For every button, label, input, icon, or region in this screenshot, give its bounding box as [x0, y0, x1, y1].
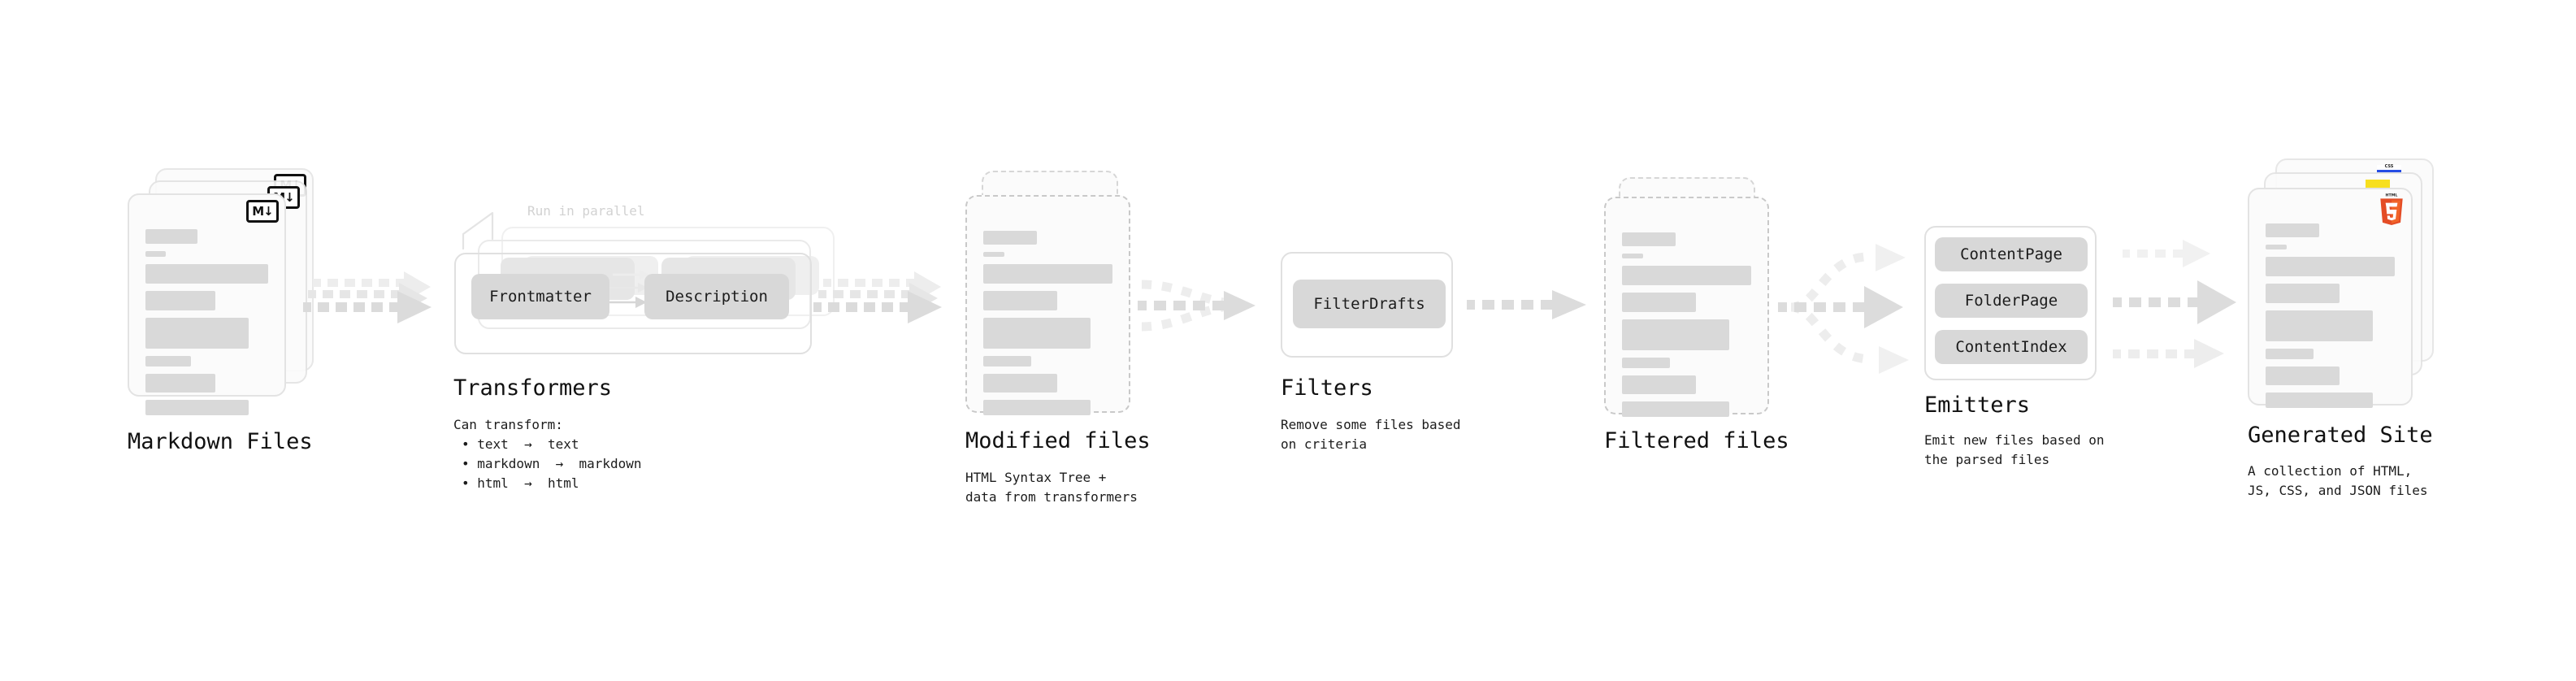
stage-title-emitters: Emitters — [1924, 393, 2031, 418]
transformer-chip-description[interactable]: Description — [644, 274, 789, 319]
transformers-group-front[interactable] — [454, 253, 812, 354]
run-in-parallel-bracket — [462, 211, 494, 250]
conn-md-to-transformers — [303, 271, 432, 323]
modified-file-card-front — [965, 195, 1130, 415]
transformer-inner-arrows — [605, 270, 649, 308]
emitter-chip-folderpage[interactable]: FolderPage — [1935, 284, 2088, 318]
stage-title-modified-files: Modified files — [965, 428, 1151, 453]
emitters-group[interactable] — [1924, 226, 2097, 380]
stage-description-emitters: Emit new files based on the parsed files — [1924, 432, 2105, 467]
filter-chip-filterdrafts[interactable]: FilterDrafts — [1293, 280, 1446, 328]
transformer-capability-item: • text → text — [462, 436, 579, 452]
markdown-icon: M↓ — [246, 200, 279, 223]
site-file-card-html — [2248, 188, 2413, 408]
filters-group[interactable] — [1281, 252, 1453, 358]
stage-description-generated-site: A collection of HTML, JS, CSS, and JSON … — [2248, 463, 2428, 498]
run-in-parallel-label: Run in parallel — [527, 203, 645, 219]
file-content-bars — [145, 229, 268, 423]
transformer-capability-item: • html → html — [462, 475, 579, 491]
svg-text:HTML: HTML — [2386, 193, 2398, 198]
css-icon-label: CSS — [2384, 164, 2394, 169]
file-content-bars — [983, 231, 1112, 423]
stage-title-filtered-files: Filtered files — [1604, 428, 1789, 453]
css-icon-bar — [2377, 170, 2401, 172]
conn-filters-to-filtered — [1467, 290, 1586, 319]
markdown-file-card-front — [128, 193, 286, 415]
css-icon: CSS — [2377, 164, 2401, 172]
transformer-chip-frontmatter[interactable]: Frontmatter — [471, 274, 609, 319]
conn-modified-to-filters — [1138, 280, 1255, 332]
emitter-chip-contentindex[interactable]: ContentIndex — [1935, 330, 2088, 364]
html5-icon: HTML — [2380, 193, 2403, 225]
file-content-bars — [2266, 223, 2395, 415]
stage-description-transformers: Can transform: — [453, 417, 563, 432]
stage-description-filters: Remove some files based on criteria — [1281, 417, 1461, 452]
stage-title-filters: Filters — [1281, 375, 1373, 401]
conn-transformers-to-modified — [813, 271, 942, 323]
file-content-bars — [1622, 232, 1751, 424]
conn-filtered-to-emitters — [1778, 244, 1909, 374]
transformer-capability-list: • text → text • markdown → markdown • ht… — [462, 435, 642, 493]
stage-description-modified-files: HTML Syntax Tree + data from transformer… — [965, 470, 1138, 505]
emitter-chip-contentpage[interactable]: ContentPage — [1935, 237, 2088, 271]
stage-title-markdown-files: Markdown Files — [128, 429, 313, 454]
conn-emitters-to-site — [2113, 240, 2236, 368]
stage-title-transformers: Transformers — [453, 375, 613, 401]
stage-title-generated-site: Generated Site — [2248, 423, 2433, 448]
filtered-file-card-front — [1604, 197, 1769, 417]
transformer-capability-item: • markdown → markdown — [462, 456, 642, 471]
